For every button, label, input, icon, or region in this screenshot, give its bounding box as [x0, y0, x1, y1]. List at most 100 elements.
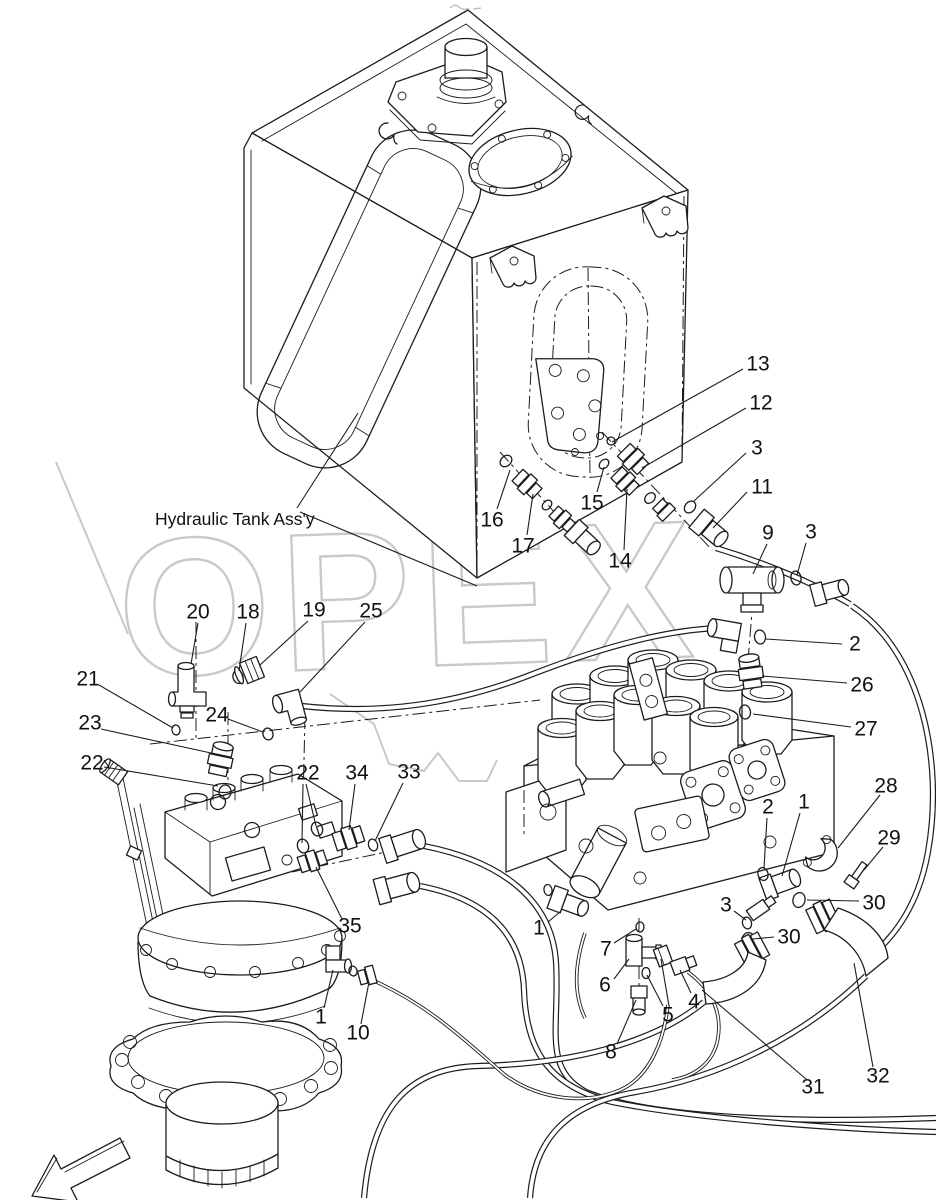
- o-ring: [644, 492, 656, 504]
- callout-label: 29: [877, 827, 900, 850]
- union-fitting-17: [511, 468, 543, 500]
- o-ring: [348, 965, 358, 977]
- callout-label: 1: [315, 1006, 327, 1029]
- leader-line: [301, 783, 304, 844]
- callout-label: 8: [605, 1041, 617, 1064]
- hook-icon: [574, 104, 592, 125]
- tee-fitting-9: [719, 566, 785, 613]
- leader-line: [752, 543, 768, 575]
- watermark-fragment: [329, 693, 498, 782]
- tank-side-flange: [535, 358, 605, 454]
- leader-line: [496, 469, 511, 510]
- leader-line: [763, 817, 768, 869]
- o-ring: [262, 727, 274, 741]
- o-ring-2: [757, 866, 769, 882]
- callout-label: 23: [78, 712, 101, 735]
- leader-line: [526, 493, 534, 536]
- control-valve: [505, 649, 835, 911]
- callout-label: 27: [854, 718, 877, 741]
- leader-line: [616, 999, 637, 1045]
- elbow-fitting-1: [325, 945, 353, 974]
- union-fitting-23: [206, 741, 234, 778]
- tank-label: Hydraulic Tank Ass'y: [155, 412, 478, 587]
- leader-line: [733, 910, 747, 921]
- leader-line: [103, 766, 219, 787]
- clamp-28: [802, 835, 838, 872]
- callout-label: 20: [186, 601, 209, 624]
- callout-label: 11: [751, 476, 773, 499]
- leader-line: [863, 846, 884, 871]
- leader-line: [613, 928, 637, 944]
- callout-label: 2: [849, 633, 861, 656]
- leader-line: [837, 794, 881, 849]
- bolt-icon: [596, 432, 604, 440]
- o-ring-3: [683, 500, 697, 514]
- o-ring: [741, 916, 753, 930]
- leader-line: [679, 969, 692, 994]
- leader-line: [806, 899, 860, 902]
- callout-label: 31: [801, 1076, 824, 1099]
- o-ring-2: [753, 629, 767, 645]
- elbow-fitting: [808, 578, 850, 607]
- lifting-eye-icon: [243, 821, 261, 839]
- tank-mount-bracket: [641, 195, 689, 238]
- callout-label: 26: [850, 674, 873, 697]
- leader-line: [752, 936, 775, 940]
- union-fitting-35: [296, 849, 329, 874]
- callout-label: 6: [599, 974, 611, 997]
- leader-line: [547, 910, 562, 923]
- union-fitting-12: [616, 442, 650, 476]
- callout-label: 7: [600, 938, 612, 961]
- bolt-29: [843, 860, 868, 890]
- o-ring-27: [738, 704, 752, 720]
- o-ring-7: [635, 921, 645, 933]
- callout-label: 19: [302, 599, 325, 622]
- leader-line: [712, 491, 748, 529]
- o-ring-3: [790, 570, 802, 586]
- leader-line: [611, 368, 744, 443]
- o-ring: [171, 724, 181, 736]
- leader-line: [693, 452, 747, 502]
- union-fitting: [652, 498, 676, 522]
- direction-arrow-icon: [31, 1137, 131, 1200]
- callout-label: 2: [762, 796, 774, 819]
- hook-icon: [378, 122, 398, 145]
- hose-end-nut: [378, 828, 427, 864]
- callout-label: 35: [338, 915, 361, 938]
- o-ring-16: [499, 454, 513, 468]
- leader-line: [641, 407, 747, 469]
- valve-flange: [728, 738, 786, 802]
- tank-filler-cap: [387, 37, 507, 145]
- callout-label: 10: [346, 1022, 369, 1045]
- leader-line: [315, 866, 343, 920]
- callout-label: 1: [798, 791, 810, 814]
- callout-label: 3: [751, 437, 763, 460]
- leader-line: [613, 958, 630, 980]
- union-fitting-26: [737, 653, 765, 690]
- stud-rods: [116, 777, 167, 934]
- callout-label: 22: [296, 762, 319, 785]
- callout-label: 14: [608, 550, 632, 573]
- pinion-gear: [165, 1081, 279, 1189]
- nut-5: [652, 944, 674, 968]
- leader-line: [190, 622, 199, 665]
- hose-elbow-31: [702, 931, 771, 1005]
- callout-label: 21: [76, 668, 99, 691]
- valve-port-fitting: [537, 778, 586, 808]
- o-ring-33: [367, 838, 379, 852]
- leader-line: [227, 718, 264, 733]
- callout-label: 30: [862, 892, 885, 915]
- callout-label: 15: [580, 492, 603, 515]
- nut-fitting-19: [233, 655, 266, 685]
- faint-corner-mark: [449, 4, 482, 10]
- plug-8: [630, 985, 648, 1016]
- union-fitting-34: [331, 825, 366, 852]
- callout-label: 32: [866, 1065, 889, 1088]
- hose-end-nut: [372, 871, 421, 906]
- leader-line: [305, 783, 317, 827]
- swing-motor: [99, 758, 346, 1189]
- o-ring-5: [641, 966, 651, 980]
- leader-line: [796, 542, 807, 576]
